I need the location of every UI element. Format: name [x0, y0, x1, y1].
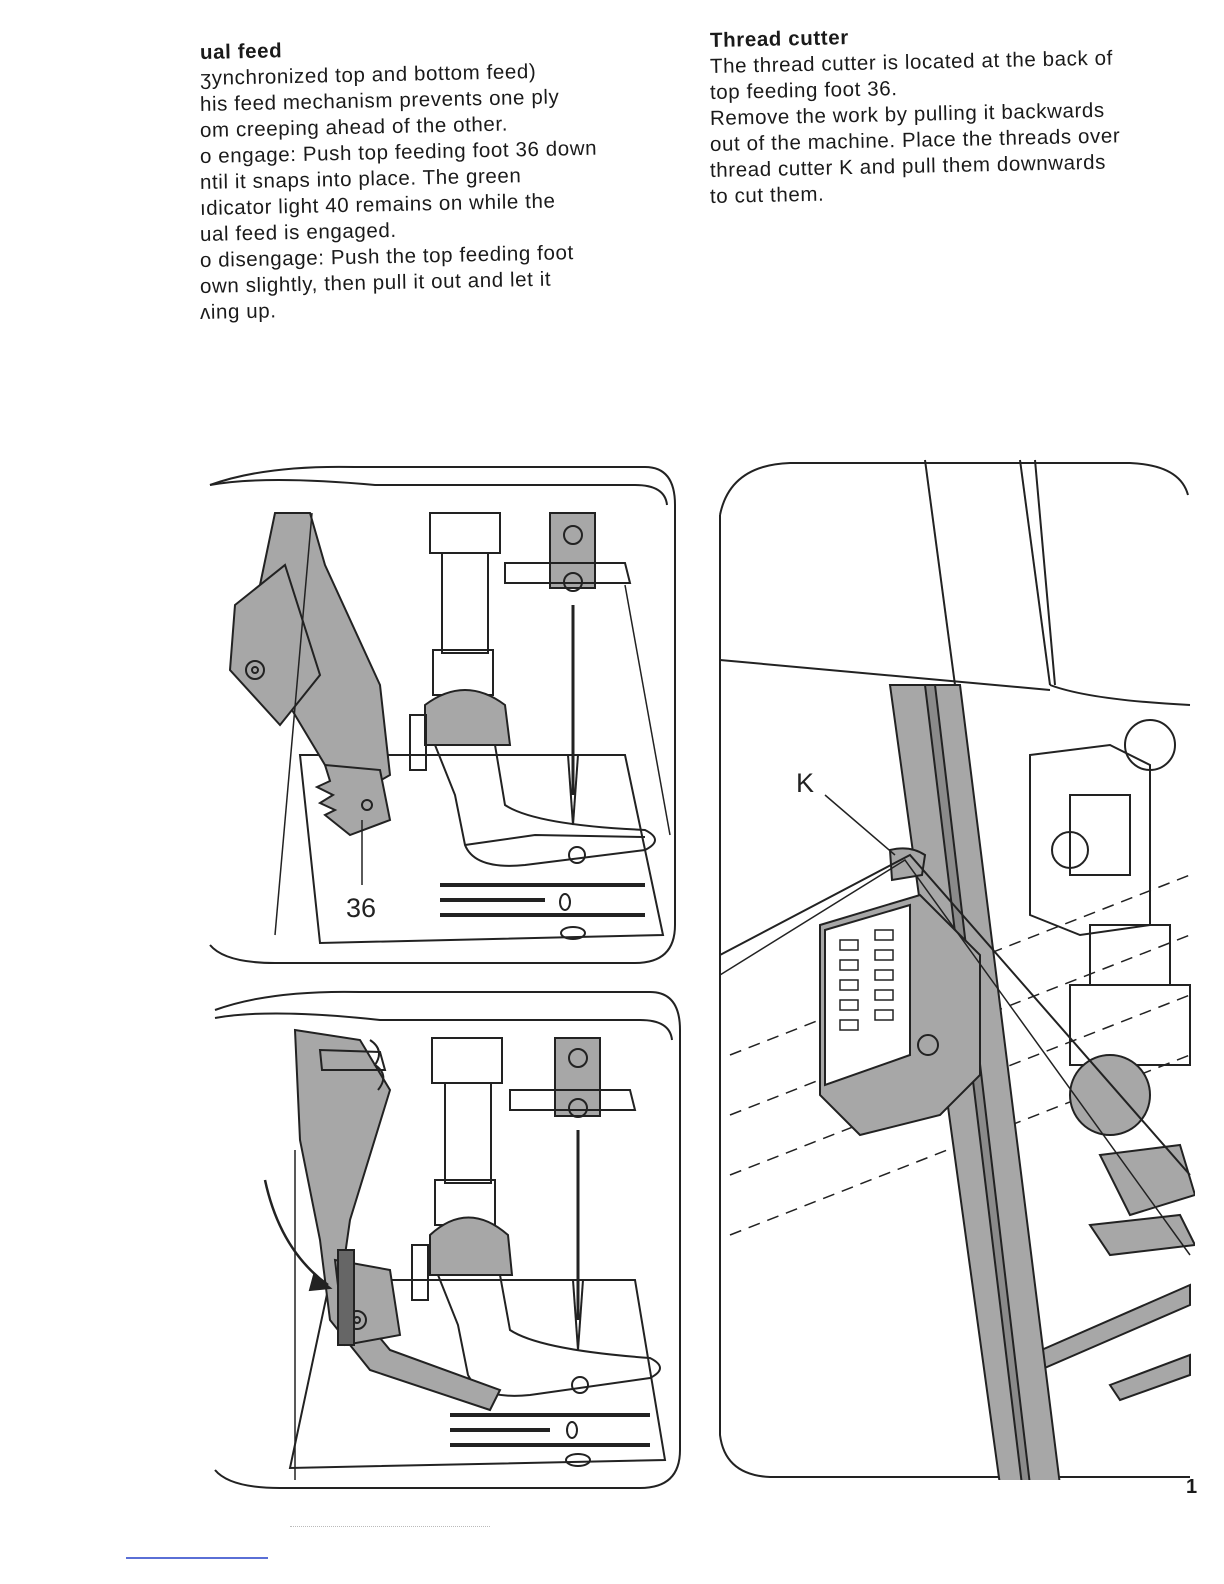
scan-artifact-line — [126, 1557, 268, 1559]
callout-thread-cutter-k: K — [796, 768, 815, 798]
thread-cutter-section: Thread cutter The thread cutter is locat… — [710, 26, 1190, 210]
dual-feed-section: ual feed ʒynchronized top and bottom fee… — [200, 39, 670, 326]
page-number: 1 — [1186, 1476, 1198, 1498]
figure-thread-cutter — [710, 455, 1195, 1480]
figure-foot-engaging — [210, 990, 685, 1490]
figure-foot-disengaged — [205, 465, 680, 965]
callout-foot-36: 36 — [346, 893, 377, 923]
scan-artifact-specks — [290, 1526, 490, 1531]
